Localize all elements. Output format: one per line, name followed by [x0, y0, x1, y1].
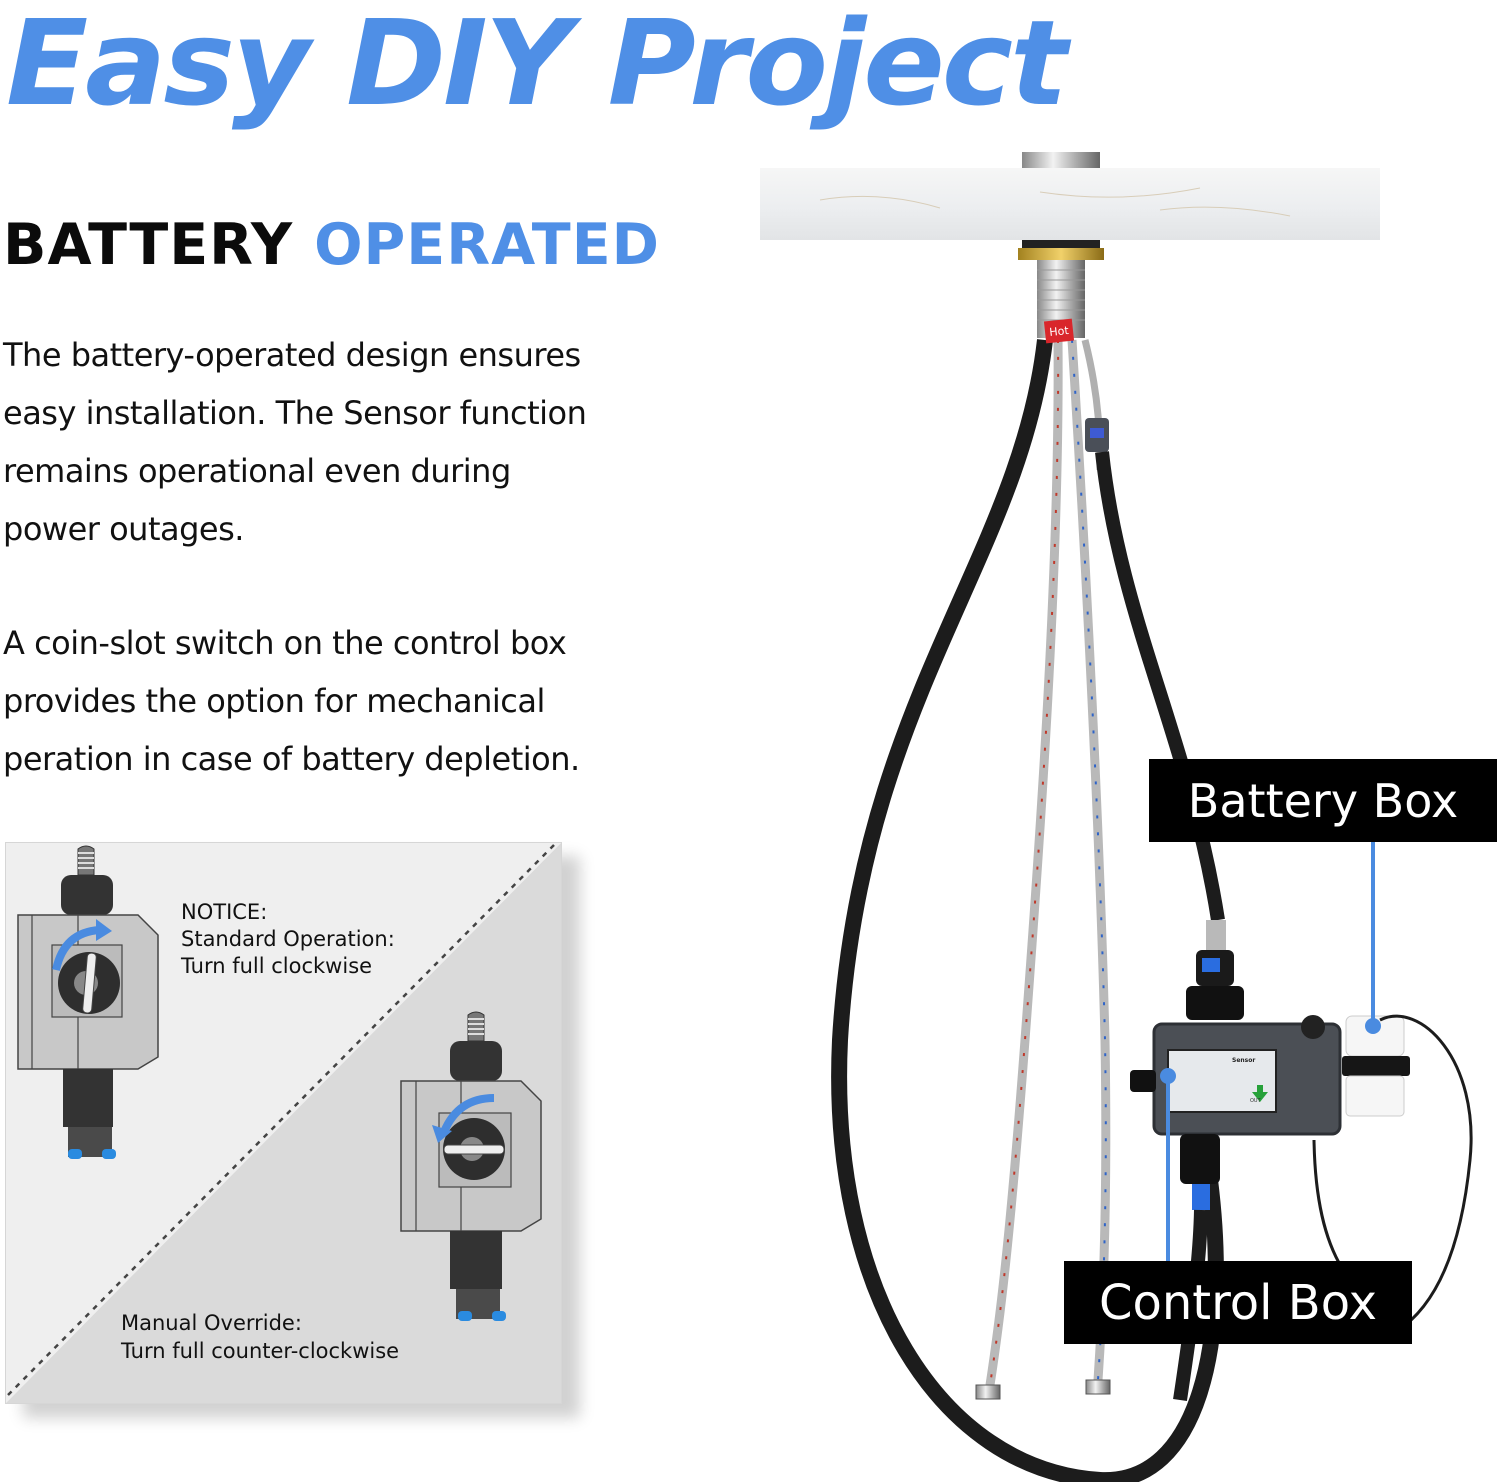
paragraph-line: The battery-operated design ensures	[3, 336, 581, 374]
out-label: OUT	[1250, 1098, 1261, 1104]
notice-line: Turn full clockwise	[181, 954, 373, 978]
inlet-fitting	[1186, 986, 1244, 1020]
heading-battery: BATTERY	[3, 212, 294, 278]
device-standard-icon	[17, 845, 159, 1159]
paragraph-line: easy installation. The Sensor function	[3, 394, 587, 432]
paragraph-line: power outages.	[3, 510, 244, 548]
control-leader-line	[1166, 1075, 1170, 1261]
override-line: Manual Override:	[121, 1311, 302, 1335]
control-leader-dot	[1160, 1068, 1176, 1084]
hot-hose-nut	[975, 1384, 1001, 1400]
standard-operation-notice: NOTICE: Standard Operation: Turn full cl…	[181, 899, 395, 980]
battery-box-callout: Battery Box	[1149, 759, 1497, 842]
faucet-base	[1022, 152, 1100, 168]
paragraph-line: remains operational even during	[3, 452, 511, 490]
switch-illustration	[6, 843, 561, 1403]
battery-description: The battery-operated design ensures easy…	[3, 326, 663, 558]
override-line: Turn full counter-clockwise	[121, 1339, 400, 1363]
notice-line: NOTICE:	[181, 900, 268, 924]
hot-tag: Hot	[1043, 318, 1075, 344]
device-override-icon	[400, 1011, 542, 1321]
faucet-drawing	[760, 152, 1473, 1482]
flow-arrow-icon	[1252, 1085, 1268, 1102]
panel-bg-dark	[6, 843, 561, 1403]
control-box-label	[1167, 1049, 1277, 1113]
outlet-fitting	[1180, 1134, 1220, 1184]
battery-leader-dot	[1365, 1018, 1381, 1034]
manual-override-notice: Manual Override: Turn full counter-clock…	[121, 1309, 399, 1365]
outlet-hose	[1095, 451, 1225, 922]
cold-supply-line	[1067, 339, 1111, 1381]
brass-nut	[1018, 248, 1104, 260]
faucet-installation-photo	[740, 140, 1499, 1482]
dashed-divider	[7, 844, 555, 1396]
notice-line: Standard Operation:	[181, 927, 395, 951]
coin-slot-description: A coin-slot switch on the control box pr…	[3, 614, 663, 788]
switch-illustration-panel: NOTICE: Standard Operation: Turn full cl…	[5, 842, 562, 1404]
paragraph-line: provides the option for mechanical	[3, 682, 545, 720]
hero-title: Easy DIY Project	[6, 0, 1068, 132]
cold-hose-nut	[1085, 1379, 1111, 1395]
control-box-callout: Control Box	[1064, 1261, 1412, 1344]
paragraph-line: peration in case of battery depletion.	[3, 740, 580, 778]
paragraph-line: A coin-slot switch on the control box	[3, 624, 567, 662]
countertop	[760, 168, 1380, 240]
section-heading: BATTERY OPERATED	[3, 212, 660, 278]
pull-down-hose	[831, 339, 1224, 1482]
heading-operated: OPERATED	[314, 212, 660, 278]
battery-leader-line	[1371, 842, 1375, 1025]
battery-cable	[1379, 1014, 1473, 1342]
device-brand-label: Sensor	[1232, 1057, 1256, 1064]
